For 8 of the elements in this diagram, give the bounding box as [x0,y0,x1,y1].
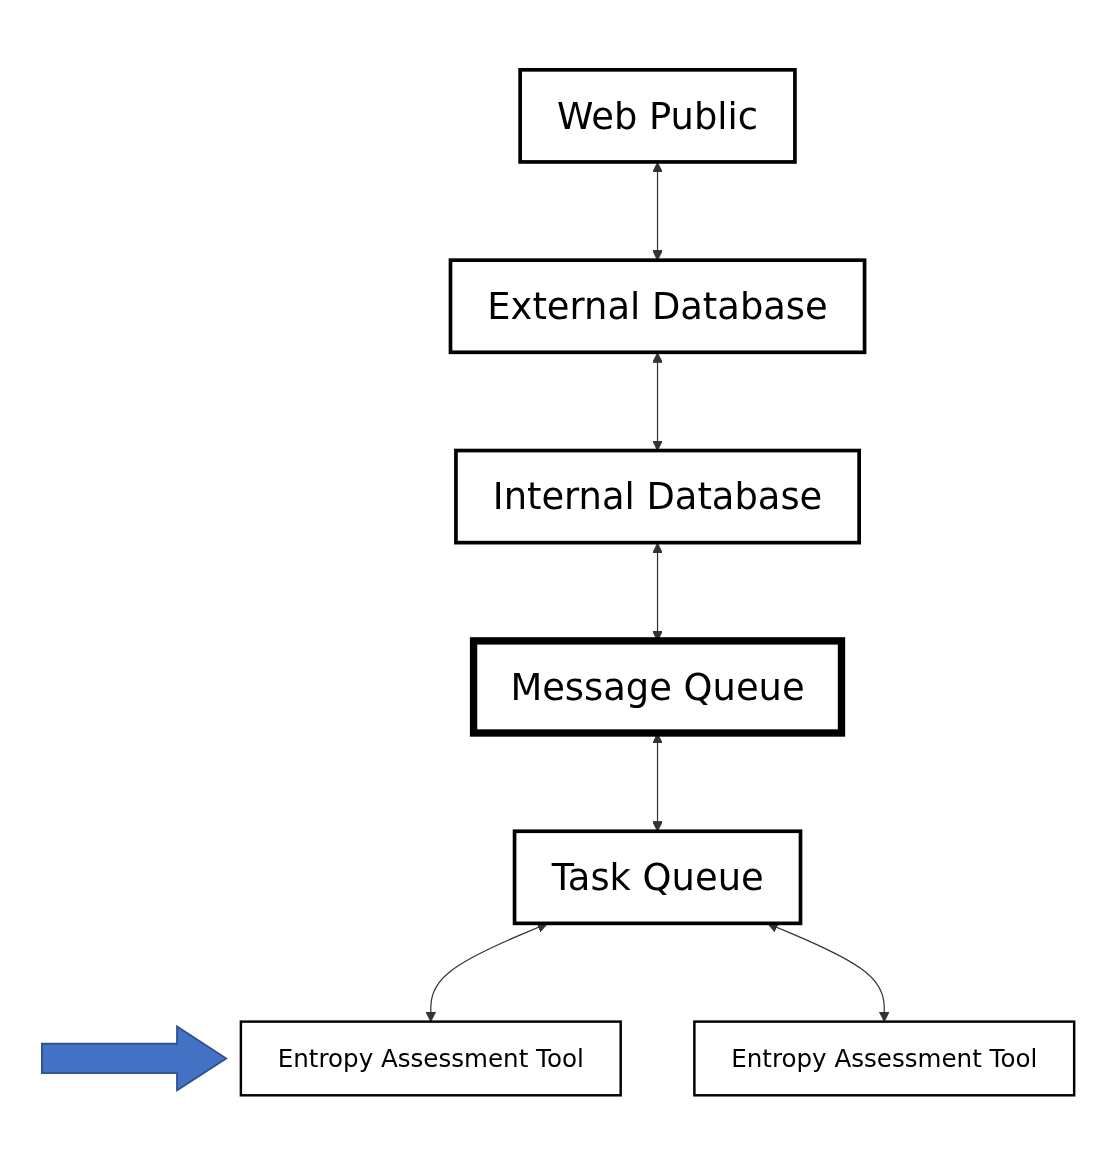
process-box: Web Public [518,68,797,165]
process-box: Internal Database [454,449,861,545]
process-box: External Database [448,258,867,355]
process-box: Entropy Assessment Tool [239,1020,622,1097]
process-box: Message Queue [469,637,846,738]
block-arrow [41,1025,228,1093]
process-box: Entropy Assessment Tool [693,1020,1076,1097]
process-box: Task Queue [512,829,803,926]
